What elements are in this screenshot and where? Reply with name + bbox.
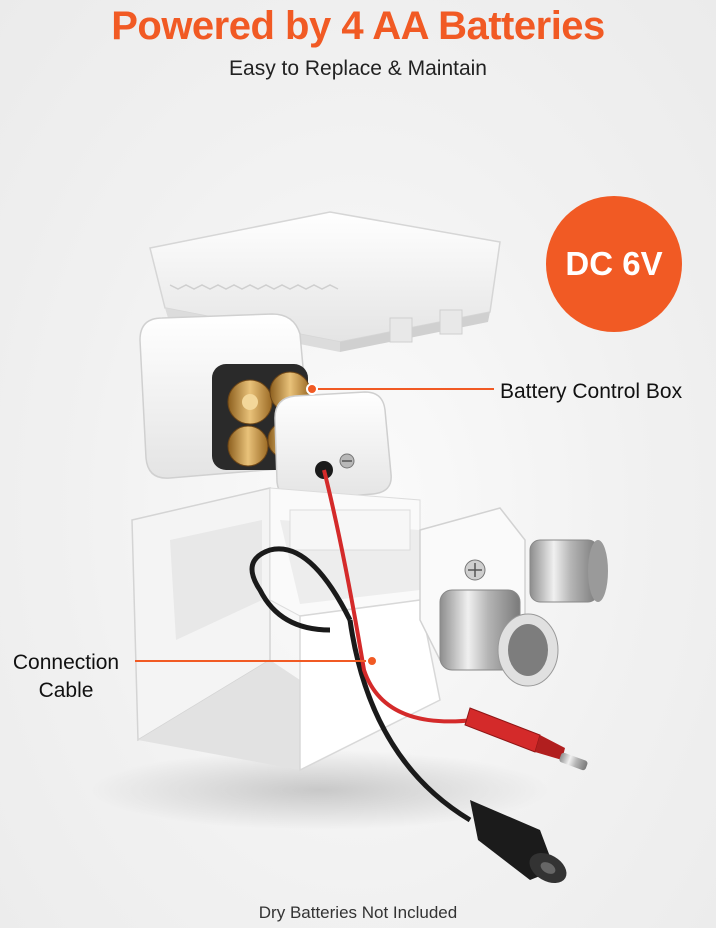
callout-battery-control-box: Battery Control Box xyxy=(500,380,683,403)
callout-battery-pointer xyxy=(306,383,494,395)
callout-cable-pointer xyxy=(135,655,378,667)
callout-cable-line2: Cable xyxy=(38,679,94,702)
main-housing xyxy=(131,487,441,772)
floor-shadow xyxy=(90,750,550,830)
voltage-badge: DC 6V xyxy=(546,196,682,332)
metal-fitting-front xyxy=(439,589,559,687)
red-dc-plug xyxy=(464,707,588,771)
footer-note: Dry Batteries Not Included xyxy=(258,903,458,922)
control-module xyxy=(274,391,392,501)
battery-bottom-left xyxy=(227,425,269,467)
subheadline: Easy to Replace & Maintain xyxy=(229,57,487,80)
black-dc-socket xyxy=(470,800,567,884)
callout-cable-line1: Connection xyxy=(12,651,120,674)
metal-fitting-right xyxy=(529,539,608,603)
battery-holder xyxy=(139,313,311,479)
headline: Powered by 4 AA Batteries xyxy=(111,4,605,48)
solenoid-valve xyxy=(419,507,608,687)
callout-connection-cable: Connection Cable xyxy=(2,649,130,705)
